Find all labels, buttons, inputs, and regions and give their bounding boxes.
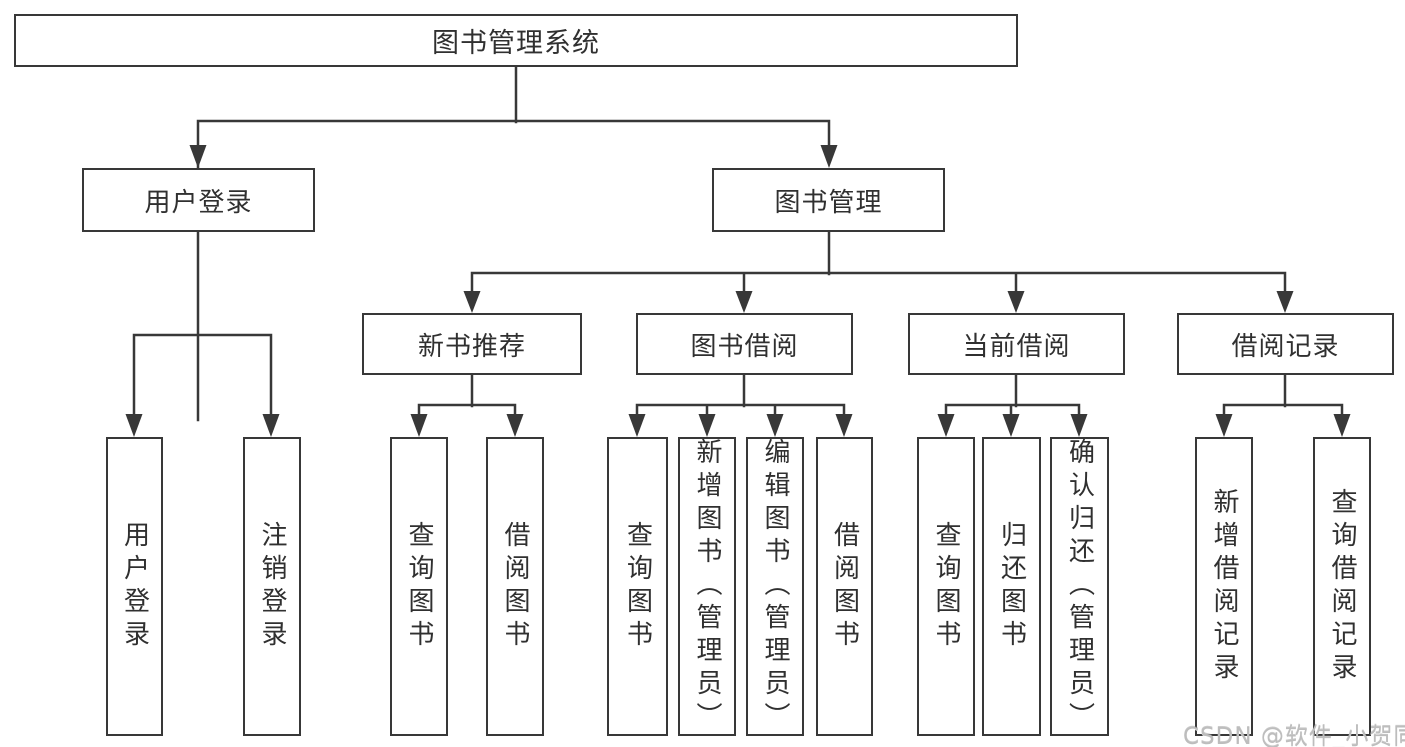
leaf-label: 确认归还（管理员）: [1064, 438, 1095, 735]
arrowheads: [125, 145, 1351, 437]
leaf-user-login: 用户登录: [106, 437, 163, 736]
node-book-management: 图书管理: [712, 168, 945, 232]
leaf-label: 查询图书: [931, 520, 961, 653]
leaf-add-book-admin: 新增图书（管理员）: [678, 437, 736, 736]
connector-stems: [132, 65, 1344, 422]
node-current-borrowing: 当前借阅: [908, 313, 1125, 375]
leaf-borrow-books: 借阅图书: [816, 437, 873, 736]
leaf-label: 查询图书: [404, 520, 434, 653]
leaf-label: 借阅图书: [500, 520, 530, 653]
node-book-borrowing: 图书借阅: [636, 313, 853, 375]
leaf-label: 查询借阅记录: [1327, 487, 1357, 686]
leaf-edit-book-admin: 编辑图书（管理员）: [746, 437, 804, 736]
leaf-query-books-borrowing: 查询图书: [607, 437, 668, 736]
node-borrowing-records: 借阅记录: [1177, 313, 1394, 375]
leaf-label: 借阅图书: [829, 520, 860, 653]
csdn-watermark: CSDN @软件_小贺同学: [1183, 724, 1405, 747]
leaf-query-books-recommend: 查询图书: [390, 437, 448, 736]
leaf-logout: 注销登录: [243, 437, 301, 736]
leaf-label: 归还图书: [996, 520, 1027, 653]
leaf-query-borrow-record: 查询借阅记录: [1313, 437, 1371, 736]
leaf-label: 用户登录: [119, 520, 150, 653]
leaf-label: 注销登录: [257, 520, 287, 653]
leaf-query-books-current: 查询图书: [917, 437, 975, 736]
leaf-label: 新增借阅记录: [1209, 487, 1239, 686]
leaf-borrow-books-recommend: 借阅图书: [486, 437, 544, 736]
node-user-login: 用户登录: [82, 168, 315, 232]
leaf-confirm-return-admin: 确认归还（管理员）: [1050, 437, 1109, 736]
leaf-label: 编辑图书（管理员）: [760, 438, 790, 735]
leaf-return-books: 归还图书: [982, 437, 1041, 736]
node-library-management-system: 图书管理系统: [14, 14, 1018, 67]
leaf-label: 新增图书（管理员）: [692, 438, 722, 735]
leaf-add-borrow-record: 新增借阅记录: [1195, 437, 1253, 736]
node-new-book-recommendation: 新书推荐: [362, 313, 582, 375]
leaf-label: 查询图书: [622, 520, 653, 653]
